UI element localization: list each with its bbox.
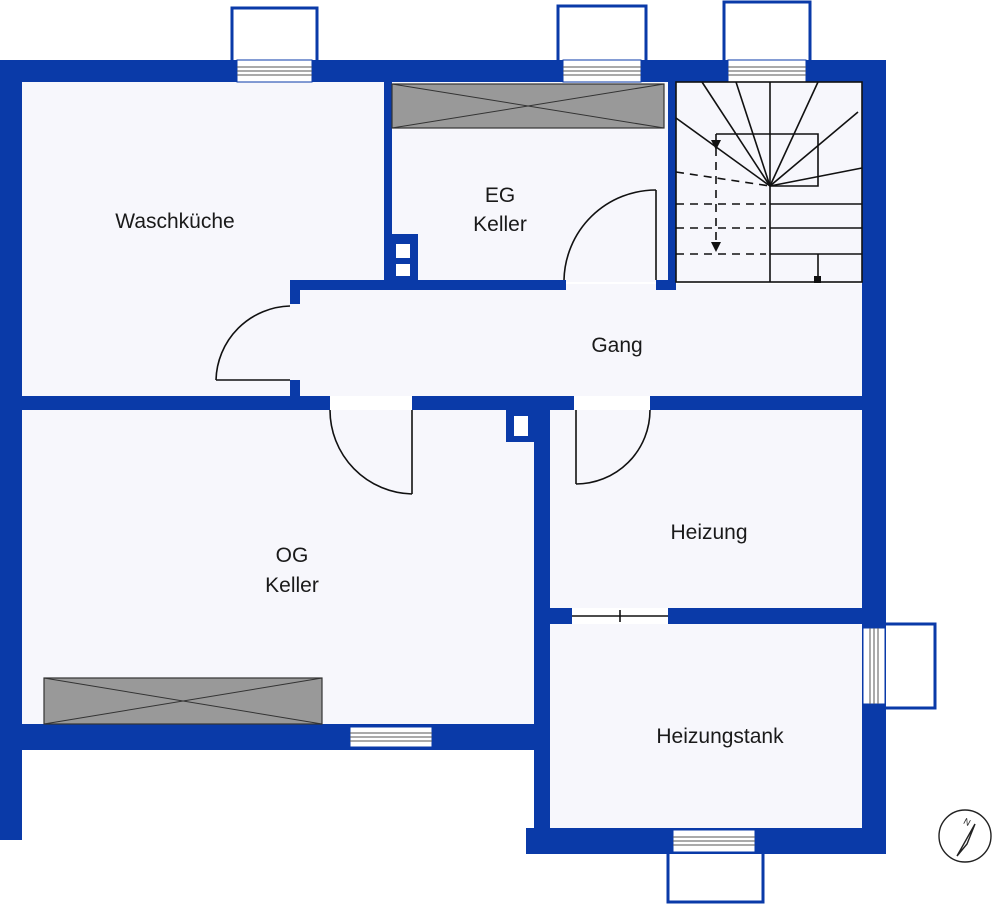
cabinets <box>43 83 665 725</box>
windows <box>236 59 886 853</box>
doors <box>215 189 668 622</box>
label-og: OG <box>276 544 309 567</box>
window-og-keller <box>349 726 433 748</box>
label-og-keller: Keller <box>265 574 319 597</box>
staircase <box>675 81 863 283</box>
window-heizungstank-bottom <box>672 829 756 853</box>
compass-icon: N <box>938 809 992 863</box>
label-heizung: Heizung <box>670 521 747 544</box>
room-floors <box>22 82 862 828</box>
walls <box>0 60 886 854</box>
label-gang: Gang <box>591 334 642 357</box>
compass-north-label: N <box>962 816 972 828</box>
label-eg-keller: Keller <box>473 213 527 236</box>
room-labels: Waschküche EG Keller Gang OG Keller Heiz… <box>115 184 784 748</box>
window-heizungstank-right <box>862 627 886 705</box>
window-waschkueche <box>236 59 313 83</box>
label-heizungstank: Heizungstank <box>656 725 784 748</box>
window-stair <box>727 59 807 83</box>
label-waschkueche: Waschküche <box>115 210 234 233</box>
label-eg: EG <box>485 184 515 207</box>
shafts <box>396 244 528 436</box>
window-eg-keller <box>562 59 642 83</box>
